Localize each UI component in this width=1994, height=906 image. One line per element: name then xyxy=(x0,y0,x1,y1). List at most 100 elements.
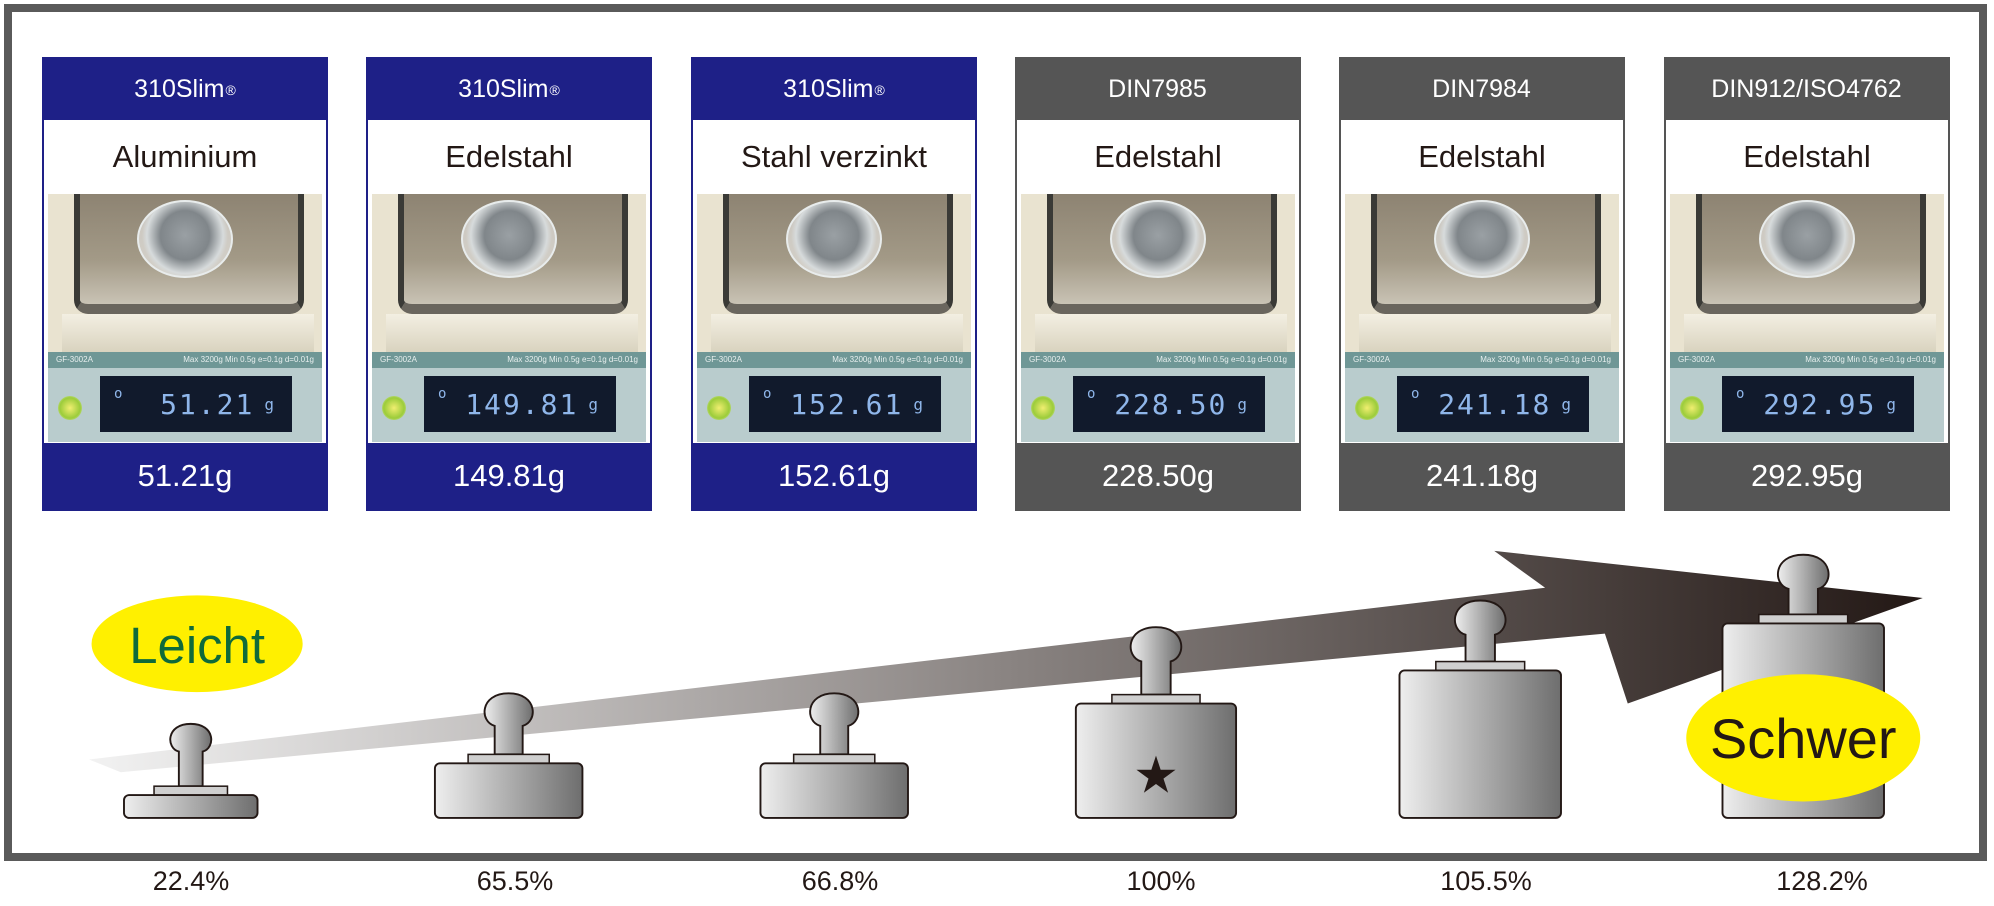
weight-percentage: 105.5% xyxy=(1440,866,1532,896)
weight-icon: ★ xyxy=(1074,626,1238,819)
weight-value: 51.21g xyxy=(44,443,326,509)
comparison-frame xyxy=(4,4,1987,861)
scale-photo: GF-3002A Max 3200g Min 0.5g e=0.1g d=0.0… xyxy=(48,194,322,442)
scale-base xyxy=(386,314,638,352)
scale-photo: GF-3002A Max 3200g Min 0.5g e=0.1g d=0.0… xyxy=(372,194,646,442)
display-reading: 149.81 xyxy=(465,387,579,421)
level-indicator-icon xyxy=(382,396,406,420)
weight-value: 228.50g xyxy=(1017,443,1299,509)
weight-value: 152.61g xyxy=(693,443,975,509)
material-label: Edelstahl xyxy=(1094,139,1222,174)
weight-percentage: 128.2% xyxy=(1776,866,1868,896)
scale-model: GF-3002A xyxy=(1353,355,1390,364)
scale-model: GF-3002A xyxy=(380,355,417,364)
scale-photo: GF-3002A Max 3200g Min 0.5g e=0.1g d=0.0… xyxy=(1021,194,1295,442)
registered-mark: ® xyxy=(874,81,885,98)
series-header: DIN912/ISO4762 xyxy=(1666,59,1948,120)
scale-specs: Max 3200g Min 0.5g e=0.1g d=0.01g xyxy=(1805,355,1936,364)
scale-photo: GF-3002A Max 3200g Min 0.5g e=0.1g d=0.0… xyxy=(1345,194,1619,442)
star-icon: ★ xyxy=(1133,747,1179,804)
scale-model: GF-3002A xyxy=(56,355,93,364)
scale-specs: Max 3200g Min 0.5g e=0.1g d=0.01g xyxy=(1480,355,1611,364)
series-name: DIN7984 xyxy=(1432,75,1531,103)
display-reading: 292.95 xyxy=(1763,387,1877,421)
series-name: DIN7985 xyxy=(1108,75,1207,103)
level-indicator-icon xyxy=(1680,396,1704,420)
weight-percentage: 65.5% xyxy=(476,866,554,896)
series-header: 310Slim® xyxy=(693,59,975,120)
scale-specs: Max 3200g Min 0.5g e=0.1g d=0.01g xyxy=(183,355,314,364)
scale-model-strip: GF-3002A Max 3200g Min 0.5g e=0.1g d=0.0… xyxy=(697,352,971,368)
display-reading: 228.50 xyxy=(1114,387,1228,421)
scale-base xyxy=(1359,314,1611,352)
series-header: DIN7985 xyxy=(1017,59,1299,120)
screw-bowl xyxy=(786,200,882,278)
scale-model-strip: GF-3002A Max 3200g Min 0.5g e=0.1g d=0.0… xyxy=(48,352,322,368)
weight-icon xyxy=(1398,599,1562,819)
weight-icon xyxy=(123,722,259,819)
series-header: DIN7984 xyxy=(1341,59,1623,120)
scale-pan xyxy=(74,194,304,314)
series-name: 310Slim xyxy=(783,75,874,103)
display-unit: g xyxy=(588,394,600,414)
level-indicator-icon xyxy=(707,396,731,420)
weight-icon xyxy=(433,692,584,819)
screw-bowl xyxy=(137,200,233,278)
weight-percentage: 66.8% xyxy=(801,866,879,896)
material-label: Aluminium xyxy=(112,139,258,174)
registered-mark: ® xyxy=(549,81,560,98)
screw-bowl xyxy=(1110,200,1206,278)
scale-model: GF-3002A xyxy=(1029,355,1066,364)
light-label-text: Leicht xyxy=(129,617,265,674)
scale-specs: Max 3200g Min 0.5g e=0.1g d=0.01g xyxy=(507,355,638,364)
scale-base xyxy=(1684,314,1936,352)
level-indicator-icon xyxy=(1031,396,1055,420)
display-reading: 152.61 xyxy=(790,387,904,421)
display-unit: g xyxy=(1237,394,1249,414)
weight-value: 241.18g xyxy=(1341,443,1623,509)
series-header: 310Slim® xyxy=(44,59,326,120)
screw-bowl xyxy=(1759,200,1855,278)
display-reading: 51.21 xyxy=(160,387,255,421)
scale-photo: GF-3002A Max 3200g Min 0.5g e=0.1g d=0.0… xyxy=(1670,194,1944,442)
scale-specs: Max 3200g Min 0.5g e=0.1g d=0.01g xyxy=(1156,355,1287,364)
weight-icon xyxy=(759,692,909,819)
scale-base xyxy=(1035,314,1287,352)
series-header: 310Slim® xyxy=(368,59,650,120)
material-label: Stahl verzinkt xyxy=(740,139,928,174)
level-indicator-icon xyxy=(1355,396,1379,420)
weight-value: 149.81g xyxy=(368,443,650,509)
scale-model-strip: GF-3002A Max 3200g Min 0.5g e=0.1g d=0.0… xyxy=(1670,352,1944,368)
display-unit: g xyxy=(264,394,276,414)
weight-percentage: 22.4% xyxy=(152,866,230,896)
display-reading: 241.18 xyxy=(1438,387,1552,421)
scale-model: GF-3002A xyxy=(1678,355,1715,364)
material-label: Edelstahl xyxy=(1418,139,1546,174)
weight-percentage: 100% xyxy=(1126,866,1196,896)
product-card: DIN7985 Edelstahl GF-3002A Max 3200g Min… xyxy=(1015,57,1301,511)
product-card: DIN912/ISO4762 Edelstahl GF-3002A Max 32… xyxy=(1664,57,1950,511)
series-name: 310Slim xyxy=(458,75,549,103)
heavy-label: Schwer xyxy=(1686,674,1921,802)
series-name: 310Slim xyxy=(134,75,225,103)
scale-model-strip: GF-3002A Max 3200g Min 0.5g e=0.1g d=0.0… xyxy=(1345,352,1619,368)
scale-model: GF-3002A xyxy=(705,355,742,364)
material-label: Edelstahl xyxy=(445,139,573,174)
scale-photo: GF-3002A Max 3200g Min 0.5g e=0.1g d=0.0… xyxy=(697,194,971,442)
increase-arrow xyxy=(89,550,1923,773)
display-unit: g xyxy=(1561,394,1573,414)
scale-specs: Max 3200g Min 0.5g e=0.1g d=0.01g xyxy=(832,355,963,364)
scale-base xyxy=(711,314,963,352)
display-unit: g xyxy=(1886,394,1898,414)
